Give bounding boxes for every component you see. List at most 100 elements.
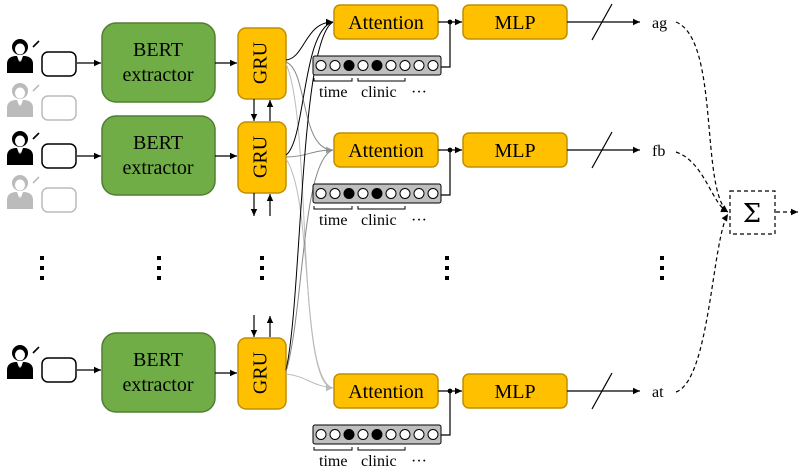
token-brackets: [313, 447, 406, 451]
speaker-n: [6, 344, 77, 383]
speech-bubble-icon: [41, 51, 77, 77]
gru-attention-connections: [285, 18, 334, 392]
attention-label: Attention: [348, 381, 424, 403]
bert-extractor-n: BERT extractor: [101, 332, 216, 413]
token-vector-1: time clinic ···: [312, 55, 442, 101]
token-label-clinic: clinic: [361, 212, 397, 229]
speaker-2: [6, 130, 77, 169]
gru-label: GRU: [250, 41, 272, 84]
vertical-ellipsis-icon: [445, 256, 449, 280]
mlp-2: MLP: [462, 132, 568, 168]
person-faded-icon: [6, 82, 40, 118]
person-faded-icon: [6, 174, 40, 210]
mlp-label: MLP: [494, 12, 535, 34]
token-vector-3: time clinic ···: [312, 424, 442, 470]
mlp-3: MLP: [462, 373, 568, 409]
sigma-icon: Σ: [743, 199, 761, 229]
person-speaking-icon: [6, 38, 40, 74]
attention-label: Attention: [348, 140, 424, 162]
gru-label: GRU: [250, 351, 272, 394]
bert-gru-arrows: [215, 59, 237, 377]
attention-mlp-arrows: [438, 18, 462, 436]
token-active: [371, 429, 383, 440]
token-inactive: [399, 429, 411, 440]
attention-label: Attention: [348, 12, 424, 34]
token-inactive: [315, 188, 327, 199]
bert-label-line1: BERT: [133, 349, 183, 371]
output-arrows: [567, 3, 640, 410]
bert-label-line2: extractor: [122, 157, 193, 179]
person-speaking-icon: [6, 344, 40, 380]
token-inactive: [329, 60, 341, 71]
token-inactive: [315, 60, 327, 71]
token-active: [343, 429, 355, 440]
token-inactive: [399, 60, 411, 71]
token-inactive: [385, 60, 397, 71]
sum-node: Σ: [729, 190, 776, 235]
mlp-1: MLP: [462, 4, 568, 40]
output-label-3: at: [652, 384, 664, 401]
token-inactive: [427, 429, 439, 440]
token-label-ellipsis: ···: [411, 453, 427, 470]
token-inactive: [357, 60, 369, 71]
token-label-time: time: [319, 84, 347, 101]
gru-recurrent-arrows: [250, 99, 274, 337]
token-label-ellipsis: ···: [411, 212, 427, 229]
token-label-time: time: [319, 453, 347, 470]
bert-label-line2: extractor: [122, 64, 193, 86]
output-label-1: ag: [652, 15, 667, 32]
token-inactive: [399, 188, 411, 199]
bert-label-line1: BERT: [133, 39, 183, 61]
token-inactive: [413, 60, 425, 71]
mlp-label: MLP: [494, 140, 535, 162]
aggregation-arrows: [675, 21, 798, 393]
bert-extractor-2: BERT extractor: [101, 115, 216, 196]
token-label-time: time: [319, 212, 347, 229]
head-2: Attention: [333, 132, 439, 168]
speech-bubble-faded-icon: [41, 187, 77, 213]
token-inactive: [413, 188, 425, 199]
token-brackets: [313, 78, 406, 82]
speech-bubble-faded-icon: [41, 95, 77, 121]
token-inactive: [329, 429, 341, 440]
token-inactive: [385, 188, 397, 199]
token-inactive: [413, 429, 425, 440]
vertical-ellipsis-icon: [157, 256, 161, 280]
speaker-2-faded: [6, 174, 77, 213]
token-active: [343, 188, 355, 199]
token-inactive: [427, 60, 439, 71]
head-3: Attention: [333, 373, 439, 409]
vertical-ellipsis-icon: [40, 256, 44, 280]
token-inactive: [357, 429, 369, 440]
bert-label-line1: BERT: [133, 132, 183, 154]
head-1: Attention: [333, 4, 439, 40]
token-label-ellipsis: ···: [411, 84, 427, 101]
gru-label: GRU: [250, 135, 272, 178]
speaker-1-faded: [6, 82, 77, 121]
token-label-clinic: clinic: [361, 453, 397, 470]
output-label-2: fb: [652, 143, 665, 160]
speech-bubble-icon: [41, 357, 77, 383]
token-active: [371, 188, 383, 199]
speaker-1: [6, 38, 77, 77]
vertical-ellipsis-icon: [260, 256, 264, 280]
bert-extractor-1: BERT extractor: [101, 22, 216, 103]
vertical-ellipsis-icon: [660, 256, 664, 280]
gru-cell-1: GRU: [237, 27, 287, 100]
token-active: [343, 60, 355, 71]
gru-cell-n: GRU: [237, 337, 287, 410]
vertical-ellipsis-row: [40, 256, 664, 280]
token-active: [371, 60, 383, 71]
bert-label-line2: extractor: [122, 374, 193, 396]
token-inactive: [315, 429, 327, 440]
person-speaking-icon: [6, 130, 40, 166]
token-brackets: [313, 206, 406, 210]
token-label-clinic: clinic: [361, 84, 397, 101]
input-arrows: [77, 59, 101, 374]
token-inactive: [329, 188, 341, 199]
speech-bubble-icon: [41, 143, 77, 169]
mlp-label: MLP: [494, 381, 535, 403]
token-inactive: [357, 188, 369, 199]
gru-cell-2: GRU: [237, 121, 287, 194]
